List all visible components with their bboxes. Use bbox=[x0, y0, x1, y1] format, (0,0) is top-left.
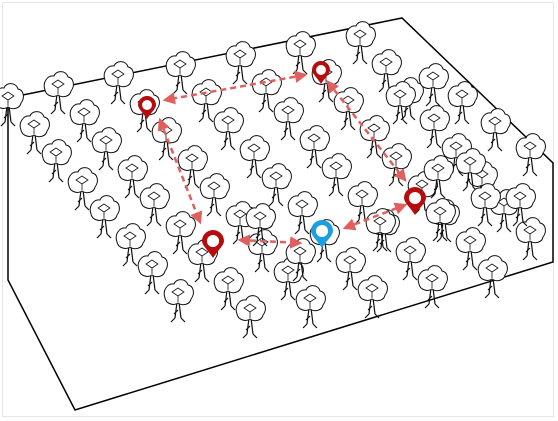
route-arrow bbox=[342, 202, 408, 231]
route-arrow bbox=[162, 70, 308, 105]
tree-icon bbox=[477, 255, 508, 299]
current-location-marker-icon bbox=[311, 220, 333, 249]
route-arrow bbox=[326, 80, 407, 182]
waypoint-marker-icon bbox=[202, 230, 224, 259]
route-markers bbox=[138, 61, 426, 259]
orchard-ground-plane bbox=[7, 17, 554, 411]
waypoint-marker-icon bbox=[312, 61, 330, 84]
route-arrow bbox=[157, 117, 203, 225]
route-arrow bbox=[237, 234, 303, 249]
waypoint-marker-icon bbox=[138, 96, 156, 119]
patrol-route bbox=[157, 70, 408, 249]
waypoint-marker-icon bbox=[404, 187, 426, 216]
